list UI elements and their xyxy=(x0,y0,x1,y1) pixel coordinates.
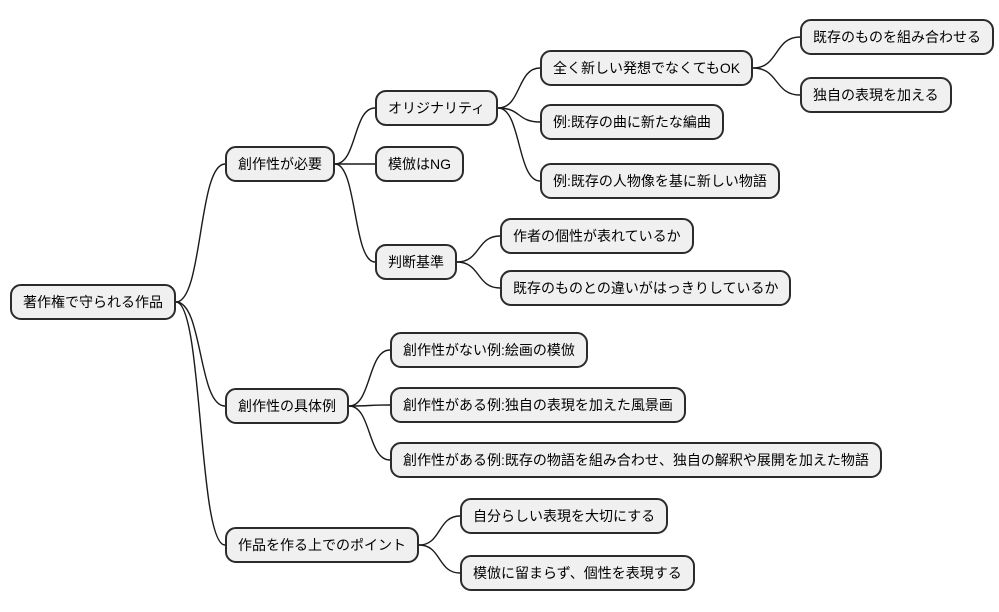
mindmap-node-clear-difference[interactable]: 既存のものとの違いがはっきりしているか xyxy=(500,270,792,306)
edge-creativity-required-originality xyxy=(334,107,376,165)
mindmap-node-landscape-example[interactable]: 創作性がある例:独自の表現を加えた風景画 xyxy=(390,387,686,423)
edge-examples-landscape-example xyxy=(348,404,391,407)
edge-criteria-clear-difference xyxy=(456,261,501,289)
mindmap-node-not-new-ok[interactable]: 全く新しい発想でなくてもOK xyxy=(540,50,754,86)
mindmap-node-criteria[interactable]: 判断基準 xyxy=(375,244,457,280)
edge-originality-example-arrangement xyxy=(498,107,541,123)
mindmap-node-originality[interactable]: オリジナリティ xyxy=(375,90,499,126)
edge-root-points xyxy=(175,301,226,546)
edge-points-express-personality xyxy=(418,544,461,574)
edge-examples-story-example xyxy=(348,405,391,461)
mindmap-node-no-creativity-example[interactable]: 創作性がない例:絵画の模倣 xyxy=(390,332,588,368)
mindmap-node-story-example[interactable]: 創作性がある例:既存の物語を組み合わせ、独自の解釈や展開を加えた物語 xyxy=(390,442,882,478)
mindmap-node-creativity-required[interactable]: 創作性が必要 xyxy=(225,146,335,182)
mindmap-node-author-personality[interactable]: 作者の個性が表れているか xyxy=(500,218,694,254)
edge-points-own-expression xyxy=(418,515,461,546)
edge-criteria-author-personality xyxy=(456,235,501,263)
edge-root-creativity-required xyxy=(175,163,226,303)
mindmap-node-example-arrangement[interactable]: 例:既存の曲に新たな編曲 xyxy=(540,104,724,140)
mindmap-node-root[interactable]: 著作権で守られる作品 xyxy=(10,284,176,320)
edge-not-new-ok-combine-existing xyxy=(753,36,801,69)
edge-root-examples xyxy=(175,301,226,407)
mindmap-node-own-expression[interactable]: 自分らしい表現を大切にする xyxy=(460,498,669,534)
mindmap-node-imitation-ng[interactable]: 模倣はNG xyxy=(375,146,464,182)
mindmap-node-add-expression[interactable]: 独自の表現を加える xyxy=(800,77,952,113)
edge-originality-not-new-ok xyxy=(498,67,541,109)
edge-creativity-required-criteria xyxy=(334,163,376,263)
edge-originality-example-character xyxy=(498,107,541,182)
mindmap-node-examples[interactable]: 創作性の具体例 xyxy=(225,388,349,424)
mindmap-node-combine-existing[interactable]: 既存のものを組み合わせる xyxy=(800,19,994,55)
mindmap-node-express-personality[interactable]: 模倣に留まらず、個性を表現する xyxy=(460,555,695,591)
mindmap-node-example-character[interactable]: 例:既存の人物像を基に新しい物語 xyxy=(540,163,780,199)
mindmap-node-points[interactable]: 作品を作る上でのポイント xyxy=(225,527,419,563)
edge-not-new-ok-add-expression xyxy=(753,67,801,96)
edge-examples-no-creativity-example xyxy=(348,349,391,407)
